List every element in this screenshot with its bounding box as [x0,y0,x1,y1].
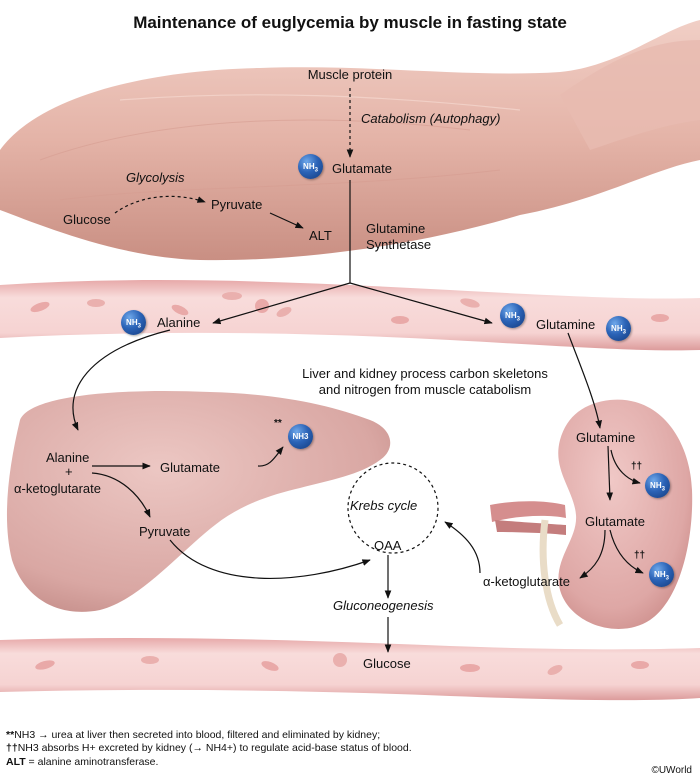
upper-blood-vessel [0,280,700,351]
label-krebs-cycle: Krebs cycle [350,498,418,513]
label-glutamine-blood: Glutamine [536,317,596,332]
nh3-molecule-icon: NH3 [500,303,525,328]
note-line-2: and nitrogen from muscle catabolism [318,382,532,397]
nh3-molecule-icon: NH3 [606,316,631,341]
label-glutamine-synthetase-1: Glutamine [366,221,426,236]
label-catabolism: Catabolism (Autophagy) [361,111,501,126]
footnote-2-mark: †† [6,742,18,754]
copyright: ©UWorld [651,765,692,776]
label-alanine-blood: Alanine [157,315,201,330]
label-muscle-protein: Muscle protein [307,67,393,82]
label-plus: + [65,464,73,479]
label-oaa: OAA [374,538,402,553]
label-pyruvate-muscle: Pyruvate [211,197,263,212]
note-line-1: Liver and kidney process carbon skeleton… [302,366,548,381]
urea-footnote-mark: ** [274,418,282,429]
nh3-molecule-icon: NH3 [288,424,313,449]
nh3-molecule-icon: NH3 [121,310,146,335]
footnote-1-mark: ** [6,729,15,741]
label-glutamine-synthetase-2: Synthetase [366,237,432,252]
label-gluconeogenesis: Gluconeogenesis [333,598,434,613]
footnote-1: **NH3 → urea at liver then secreted into… [6,729,380,742]
footnote-2-text: NH3 absorbs H+ excreted by kidney (→ NH4… [17,742,412,754]
label-glutamine-kidney: Glutamine [576,430,636,445]
label-glutamate-kidney: Glutamate [585,514,645,529]
label-akg-liver: α-ketoglutarate [14,481,102,496]
footnote-1-text: NH3 → urea at liver then secreted into b… [14,729,381,741]
label-glutamate-liver: Glutamate [160,460,220,475]
nh3-molecule-icon: NH3 [298,154,323,179]
muscle-illustration [0,20,700,261]
page-title: Maintenance of euglycemia by muscle in f… [133,13,567,32]
pathway-arrows [71,88,644,653]
label-pyruvate-liver: Pyruvate [139,524,191,539]
lower-blood-vessel [0,637,700,701]
acid-base-footnote-mark: †† [634,550,646,561]
label-alanine-liver: Alanine [46,450,90,465]
nh3-molecule-icon: NH3 [649,562,674,587]
footnote-3-text: = alanine aminotransferase. [25,756,159,768]
label-akg-kidney: α-ketoglutarate [483,574,571,589]
label-glucose-muscle: Glucose [63,212,111,227]
label-glycolysis: Glycolysis [126,170,185,185]
acid-base-footnote-mark: †† [631,461,643,472]
footnote-3-abbrev: ALT [6,756,26,768]
footnote-2: ††NH3 absorbs H+ excreted by kidney (→ N… [6,742,412,755]
label-glucose-blood: Glucose [363,656,411,671]
footnote-3: ALT = alanine aminotransferase. [6,756,158,769]
liver-illustration [6,390,391,612]
label-glutamate-muscle: Glutamate [332,161,392,176]
nh3-molecule-icon: NH3 [645,473,670,498]
label-alt: ALT [309,228,332,243]
